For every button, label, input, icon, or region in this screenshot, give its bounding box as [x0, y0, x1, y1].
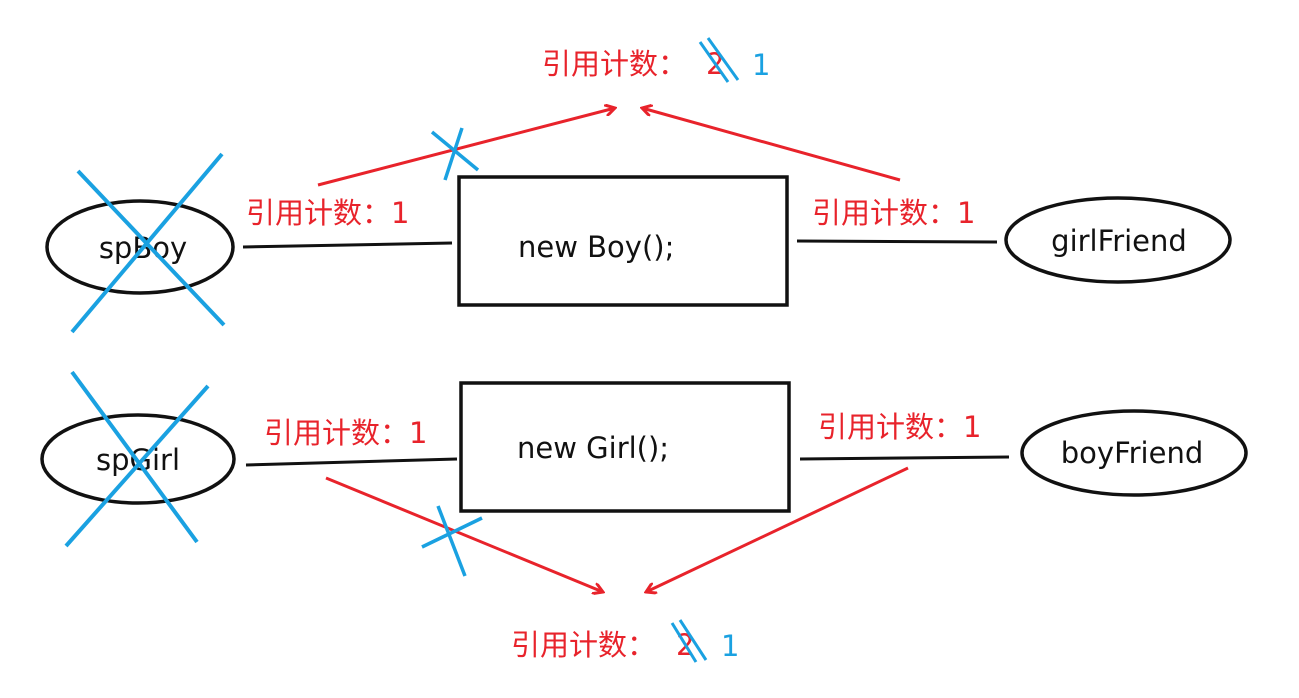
- bottom-arrow-cross-a: [421, 516, 483, 549]
- bottom-ref-count-prefix: 引用计数：: [511, 628, 656, 662]
- spboy-cross-b: [70, 152, 224, 334]
- spgirl-ellipse: [40, 413, 236, 505]
- boy-object-label: new Boy();: [518, 230, 674, 264]
- girlfriend-ref-count-label: 引用计数：1: [812, 196, 975, 230]
- spgirl-to-girl-line: [245, 457, 458, 467]
- boyfriend-ellipse: [1020, 409, 1248, 497]
- girlfriend-ellipse: [1004, 196, 1232, 284]
- boyfriend-label: boyFriend: [1061, 436, 1204, 470]
- spboy-ref-count-label: 引用计数：1: [246, 196, 409, 230]
- top-left-arrow: [317, 108, 615, 187]
- spgirl-ref-count-label: 引用计数：1: [264, 416, 427, 450]
- boyfriend-ref-count-label: 引用计数：1: [818, 410, 981, 444]
- spgirl-cross-a: [70, 370, 199, 544]
- top-old-count-strike-b: [706, 37, 740, 81]
- girl-object-box: [459, 381, 791, 513]
- girl-to-boyfriend-line: [799, 455, 1010, 461]
- top-arrow-cross-b: [443, 127, 464, 181]
- top-ref-count-prefix: 引用计数：: [542, 47, 687, 81]
- top-right-arrow: [642, 108, 901, 182]
- top-new-count: 1: [752, 48, 770, 82]
- spboy-ellipse: [45, 199, 235, 295]
- bottom-left-arrow: [325, 476, 603, 592]
- bottom-right-arrow: [646, 466, 909, 592]
- top-old-count-strike-a: [698, 41, 730, 83]
- bottom-new-count: 1: [721, 629, 739, 663]
- bottom-old-count-strike-b: [678, 619, 708, 661]
- spgirl-cross-b: [64, 384, 210, 548]
- girlfriend-label: girlFriend: [1051, 224, 1187, 258]
- spboy-cross-a: [76, 169, 226, 327]
- boy-to-girlfriend-line: [796, 239, 998, 244]
- boy-object-box: [457, 175, 789, 307]
- bottom-old-count-strike-a: [670, 622, 698, 663]
- girl-object-label: new Girl();: [517, 431, 669, 465]
- spboy-to-boy-line: [242, 241, 453, 249]
- bottom-arrow-cross-b: [436, 505, 467, 577]
